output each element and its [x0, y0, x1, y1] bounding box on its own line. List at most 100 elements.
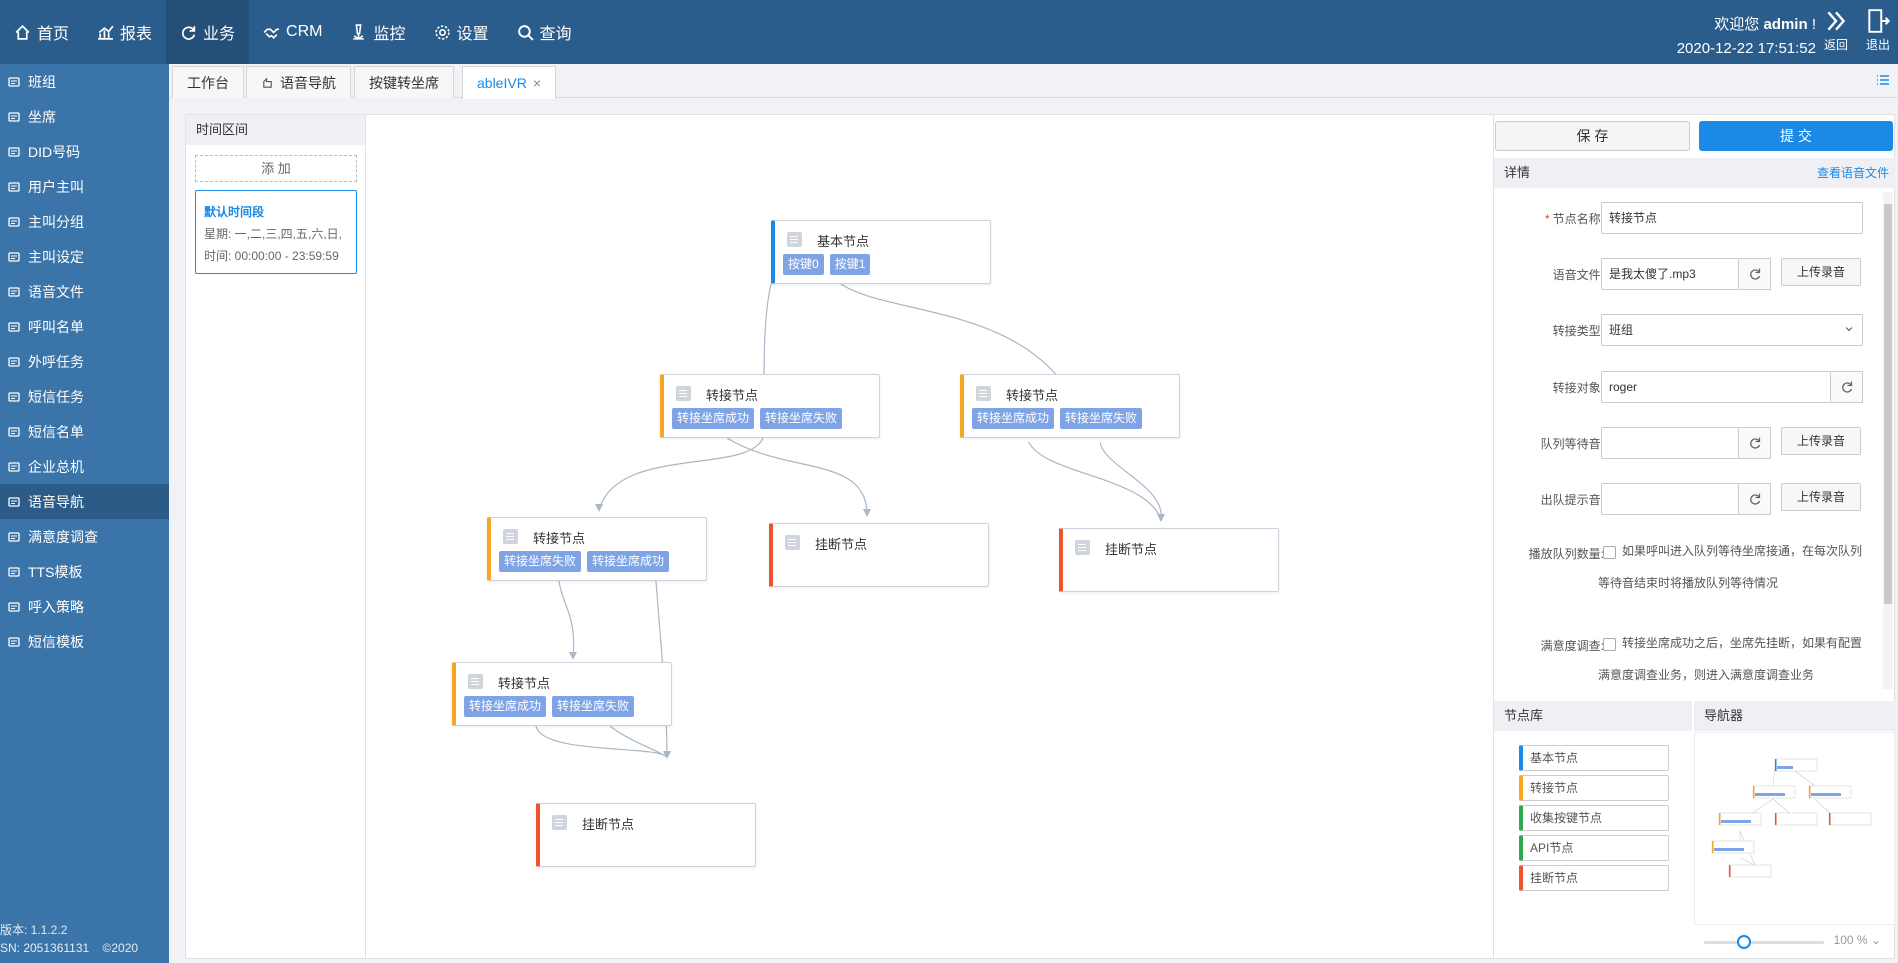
node-result-chip[interactable]: 转接坐席成功	[972, 408, 1055, 429]
library-node-item[interactable]: 转接节点	[1519, 775, 1669, 801]
top-header: 首页 报表 业务 CRM 监控 设置 查询 欢迎您 admin	[0, 0, 1898, 64]
node-result-chip[interactable]: 转接坐席成功	[464, 696, 547, 717]
flow-node-transfer[interactable]: 转接节点 转接坐席成功 转接坐席失败	[452, 662, 672, 726]
flow-node-transfer[interactable]: 转接节点 转接坐席成功 转接坐席失败	[660, 374, 880, 438]
port-dot[interactable]	[1097, 437, 1103, 443]
sidebar-item[interactable]: DID号码	[0, 134, 169, 169]
time-range-hours: 时间: 00:00:00 - 23:59:59	[204, 249, 339, 263]
node-icon	[676, 386, 691, 401]
transfer-target-input[interactable]: roger	[1601, 371, 1831, 403]
library-node-item[interactable]: 挂断节点	[1519, 865, 1669, 891]
node-name-input[interactable]: 转接节点	[1601, 202, 1863, 234]
upload-recording-button[interactable]: 上传录音	[1781, 483, 1861, 511]
audio-refresh-button[interactable]	[1739, 258, 1771, 290]
list-menu-icon[interactable]	[1876, 73, 1890, 87]
play-queue-checkbox[interactable]	[1603, 546, 1616, 559]
target-refresh-button[interactable]	[1831, 371, 1863, 403]
sidebar-item[interactable]: 短信名单	[0, 414, 169, 449]
node-title: 转接节点	[498, 676, 551, 691]
flow-node-hangup[interactable]: 挂断节点	[1059, 528, 1279, 592]
navigator-minimap[interactable]	[1694, 732, 1895, 925]
library-node-item[interactable]: 基本节点	[1519, 745, 1669, 771]
node-key-chip[interactable]: 按键0	[783, 254, 824, 275]
tab-workbench-label: 工作台	[187, 74, 229, 91]
logout-button[interactable]: 退出	[1860, 8, 1896, 53]
sidebar-item[interactable]: 外呼任务	[0, 344, 169, 379]
dequeue-label: 出队提示音:	[1540, 493, 1604, 507]
sidebar-item[interactable]: 企业总机	[0, 449, 169, 484]
sidebar-item-label: 呼叫名单	[28, 318, 84, 335]
node-result-chip[interactable]: 转接坐席失败	[760, 408, 843, 429]
node-result-chip[interactable]: 转接坐席失败	[499, 551, 582, 572]
sidebar-item[interactable]: 短信模板	[0, 624, 169, 659]
node-title: 转接节点	[1006, 388, 1059, 403]
sidebar-item[interactable]: 语音导航	[0, 484, 169, 519]
queue-wait-input[interactable]	[1601, 427, 1739, 459]
time-range-card[interactable]: 默认时间段 星期: 一,二,三,四,五,六,日, 时间: 00:00:00 - …	[195, 190, 357, 274]
zoom-slider-handle[interactable]	[1737, 935, 1751, 949]
library-node-item[interactable]: API节点	[1519, 835, 1669, 861]
node-result-chip[interactable]: 转接坐席成功	[587, 551, 670, 572]
sidebar-item[interactable]: 班组	[0, 64, 169, 99]
sidebar-item[interactable]: 语音文件	[0, 274, 169, 309]
sidebar-item[interactable]: 满意度调查	[0, 519, 169, 554]
node-icon	[468, 674, 483, 689]
sidebar-item[interactable]: 用户主叫	[0, 169, 169, 204]
sidebar-item[interactable]: 呼叫名单	[0, 309, 169, 344]
tab-key-to-agent[interactable]: 按键转坐席	[354, 66, 454, 98]
node-key-chip[interactable]: 按键1	[829, 254, 871, 275]
sidebar-item[interactable]: TTS模板	[0, 554, 169, 589]
flow-node-transfer[interactable]: 转接节点 转接坐席失败 转接坐席成功	[487, 517, 707, 581]
zoom-level[interactable]: 100 % ⌄	[1833, 933, 1881, 947]
properties-panel: 保 存 提 交 详情 查看语音文件 *节点名称: 转接节点 语音文件: 是我太傻…	[1493, 115, 1895, 958]
node-result-chip[interactable]: 转接坐席失败	[1060, 408, 1143, 429]
grid-icon	[8, 356, 20, 367]
nav-business[interactable]: 业务	[166, 0, 250, 64]
tab-workbench[interactable]: 工作台	[172, 66, 244, 98]
scroll-thumb[interactable]	[1884, 204, 1892, 604]
queue-wait-refresh-button[interactable]	[1739, 427, 1771, 459]
transfer-type-value: 班组	[1609, 323, 1634, 337]
tab-voice-nav[interactable]: 语音导航	[246, 66, 351, 98]
nav-crm[interactable]: CRM	[249, 0, 336, 64]
nav-search[interactable]: 查询	[503, 0, 586, 64]
tab-ableivr[interactable]: ableIVR ×	[462, 66, 556, 99]
port-dot[interactable]	[1024, 437, 1030, 443]
flow-node-transfer[interactable]: 转接节点 转接坐席成功 转接坐席失败	[960, 374, 1180, 438]
save-button[interactable]: 保 存	[1495, 121, 1690, 151]
flow-node-hangup[interactable]: 挂断节点	[769, 523, 989, 587]
node-icon	[1075, 540, 1090, 555]
satisfaction-checkbox[interactable]	[1603, 638, 1616, 651]
view-audio-files-link[interactable]: 查看语音文件	[1816, 166, 1889, 180]
node-result-chip[interactable]: 转接坐席成功	[672, 408, 755, 429]
zoom-slider[interactable]	[1704, 941, 1824, 944]
upload-recording-button[interactable]: 上传录音	[1781, 427, 1861, 455]
list-icon	[8, 426, 20, 437]
nav-report[interactable]: 报表	[83, 0, 166, 64]
node-result-chip[interactable]: 转接坐席失败	[552, 696, 635, 717]
sidebar-item[interactable]: 呼入策略	[0, 589, 169, 624]
sidebar-item-label: 呼入策略	[28, 598, 84, 615]
nav-monitor[interactable]: 监控	[336, 0, 419, 64]
nav-settings[interactable]: 设置	[420, 0, 503, 64]
tab-ableivr-label: ableIVR	[477, 75, 527, 91]
audio-file-input[interactable]: 是我太傻了.mp3	[1601, 258, 1739, 290]
sidebar-item[interactable]: 主叫设定	[0, 239, 169, 274]
flow-node-hangup[interactable]: 挂断节点	[536, 803, 756, 867]
submit-button[interactable]: 提 交	[1699, 121, 1893, 151]
sidebar-item[interactable]: 短信任务	[0, 379, 169, 414]
dequeue-refresh-button[interactable]	[1739, 483, 1771, 515]
add-time-range-button[interactable]: 添 加	[195, 155, 357, 182]
flow-canvas[interactable]: 基本节点 按键0 按键1 转接节点 转接坐席成功 转接坐席失败 转接节点 转接坐…	[367, 115, 1492, 958]
close-icon[interactable]: ×	[532, 75, 541, 91]
upload-recording-button[interactable]: 上传录音	[1781, 258, 1861, 286]
nav-home[interactable]: 首页	[0, 0, 83, 64]
dequeue-input[interactable]	[1601, 483, 1739, 515]
transfer-type-select[interactable]: 班组	[1601, 314, 1863, 346]
sidebar-item[interactable]: 主叫分组	[0, 204, 169, 239]
library-node-item[interactable]: 收集按键节点	[1519, 805, 1669, 831]
sidebar-item[interactable]: 坐席	[0, 99, 169, 134]
back-button[interactable]: 返回	[1818, 8, 1854, 53]
flow-node-basic[interactable]: 基本节点 按键0 按键1	[771, 220, 991, 284]
form-scrollbar[interactable]	[1883, 192, 1893, 689]
